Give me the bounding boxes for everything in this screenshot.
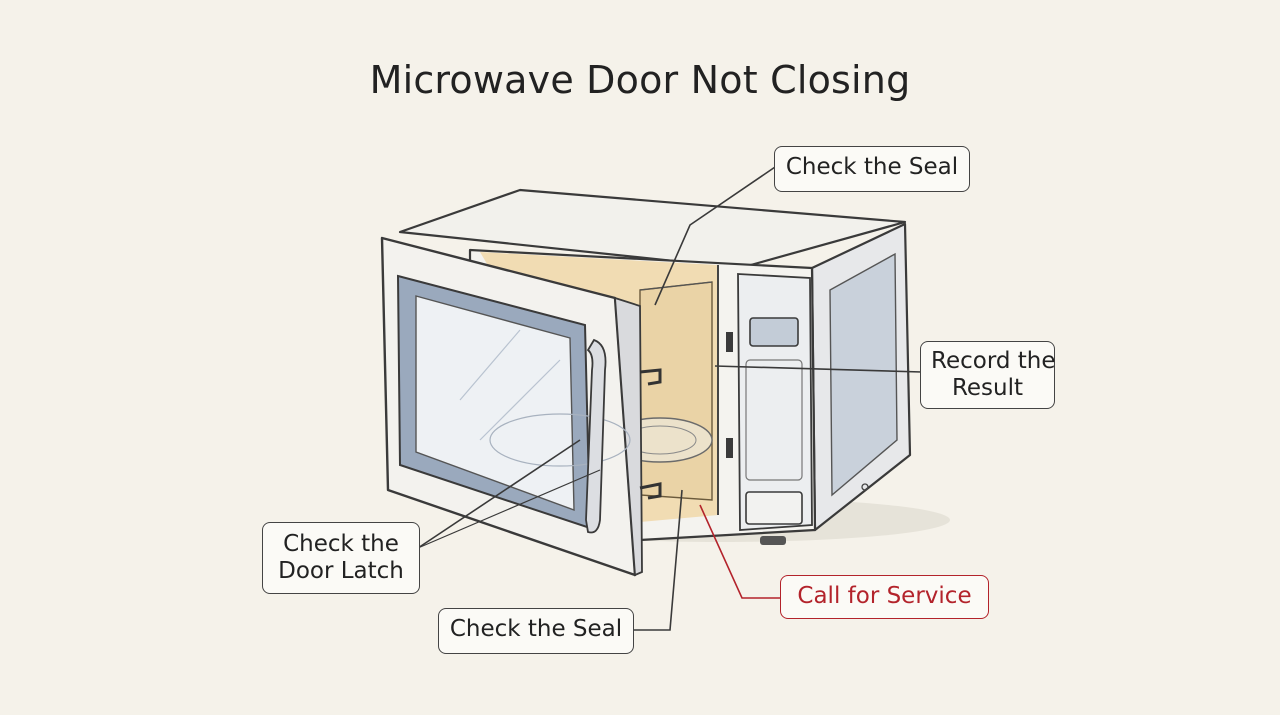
latch-slot-upper xyxy=(726,332,733,352)
leader-seal-bottom xyxy=(634,489,683,631)
keypad-area xyxy=(745,359,803,481)
page-title: Microwave Door Not Closing xyxy=(369,58,911,102)
callout-check-seal-top: Check the Seal xyxy=(774,146,970,192)
leader-record-result xyxy=(714,365,923,373)
glass-reflection-1 xyxy=(459,329,521,401)
callout-label-line2: Door Latch xyxy=(278,558,404,584)
callout-label: Check the Seal xyxy=(785,154,959,180)
latch-slot-lower xyxy=(726,438,733,458)
door-hook-upper xyxy=(639,368,662,386)
door-edge xyxy=(614,296,643,577)
leader-service xyxy=(699,504,780,599)
glass-reflection-2 xyxy=(479,359,561,441)
door-hook-lower xyxy=(639,482,662,500)
cavity-back-wall xyxy=(639,281,713,501)
callout-call-for-service: Call for Service xyxy=(780,575,989,619)
foot-right xyxy=(760,536,786,545)
callout-label-line1: Record the xyxy=(931,348,1056,374)
door-release-button xyxy=(745,491,803,525)
leader-seal-top xyxy=(654,164,779,306)
microwave-top xyxy=(398,188,907,270)
callout-label-line2: Result xyxy=(951,375,1024,401)
callout-label: Check the Seal xyxy=(449,616,623,642)
door-handle xyxy=(585,338,607,534)
glass-turntable-view xyxy=(489,413,631,467)
door-glass xyxy=(415,295,575,512)
leader-door-latch xyxy=(417,439,581,549)
leader-door-latch-2 xyxy=(417,469,601,549)
cavity-edge-top xyxy=(639,281,713,291)
callout-label: Call for Service xyxy=(797,583,972,609)
side-vent-panel xyxy=(829,252,898,497)
callout-label-line1: Check the xyxy=(283,531,399,557)
display-window xyxy=(749,317,799,347)
callout-check-door-latch: Check the Door Latch xyxy=(262,522,420,594)
callout-check-seal-bottom: Check the Seal xyxy=(438,608,634,654)
side-screw xyxy=(861,483,869,491)
callout-record-result: Record the Result xyxy=(920,341,1056,409)
